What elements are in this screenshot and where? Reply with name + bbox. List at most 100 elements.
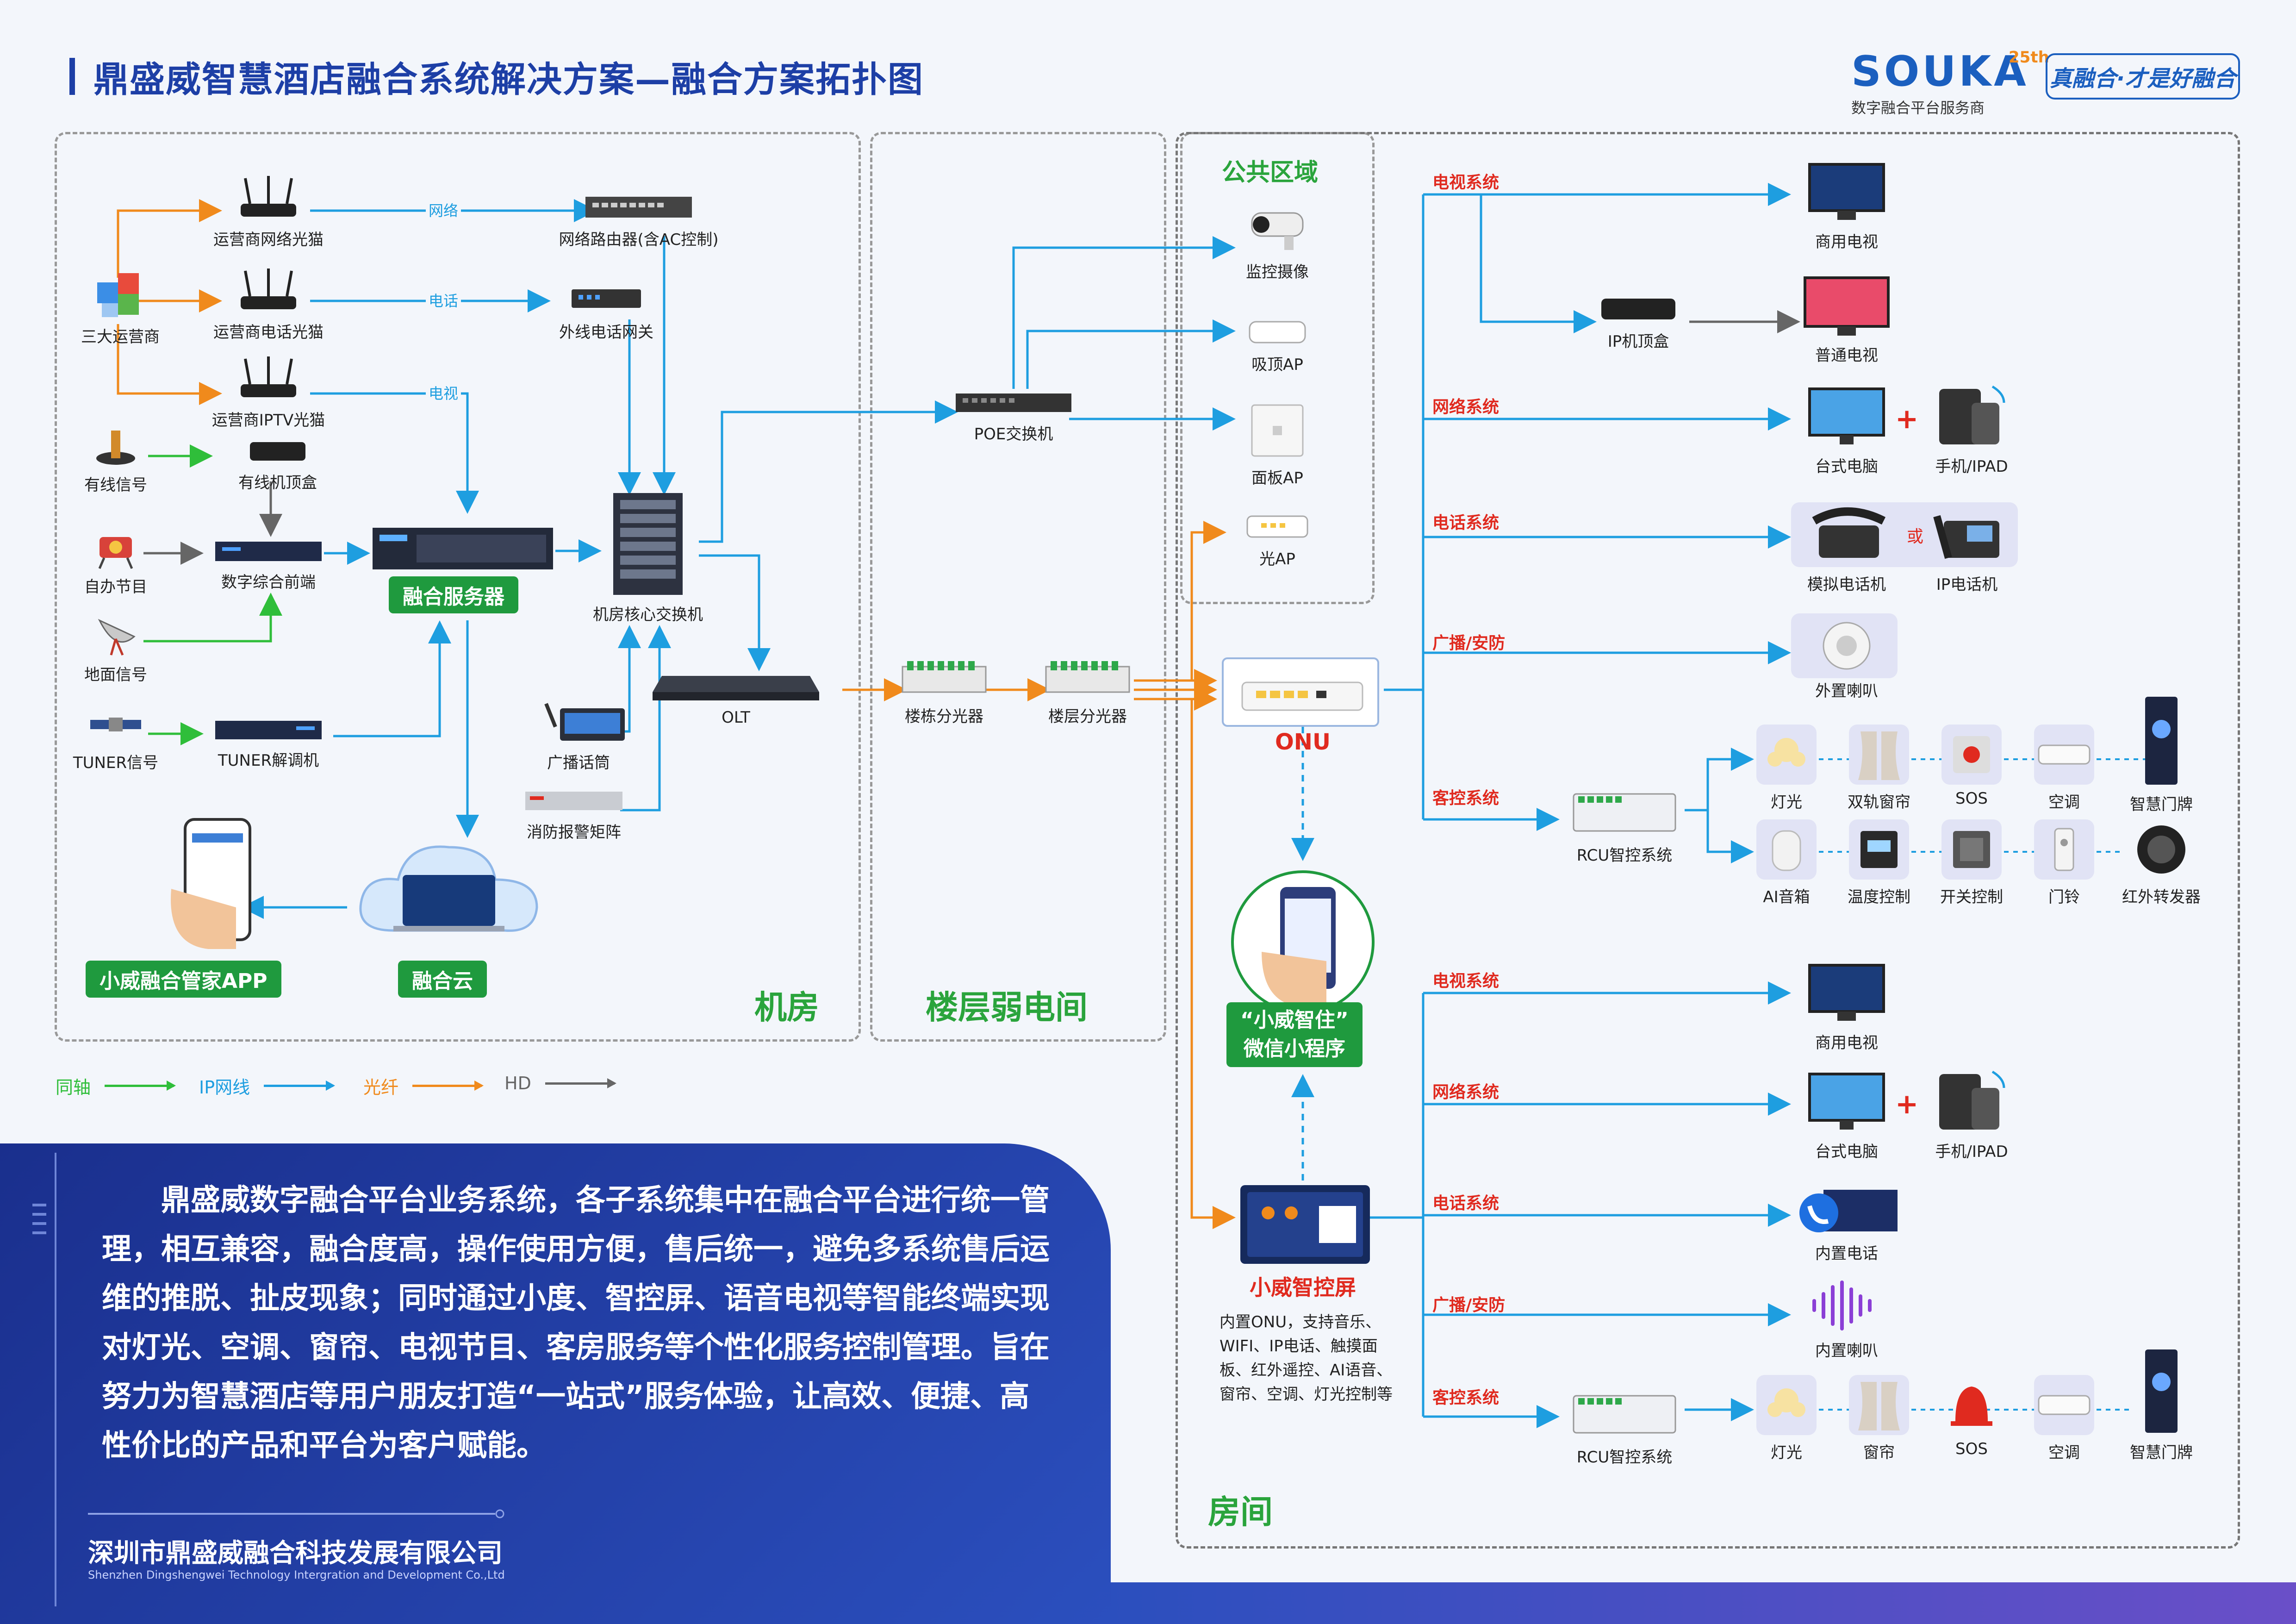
onu-ac: 空调 <box>1995 725 2134 812</box>
legend-ip-label: IP网线 <box>199 1077 250 1098</box>
onu-iptv-box: IP机顶盒 <box>1569 292 1708 351</box>
brand-badge: 25th <box>2009 48 2049 67</box>
screen-light: 灯光 <box>1717 1375 1856 1462</box>
onu-door-plate-label: 智慧门牌 <box>2130 795 2193 814</box>
screen-rcu-label: RCU智控系统 <box>1576 1448 1673 1467</box>
zone-floor-room <box>870 132 1166 1042</box>
onu-commercial-tv: 商用电视 <box>1777 160 1916 252</box>
device-broadcast-mic: 广播话筒 <box>509 699 648 773</box>
rcu-controller-icon <box>1569 1389 1680 1440</box>
desk-phone-icon <box>1805 502 1888 567</box>
screen-light-label: 灯光 <box>1771 1443 1802 1462</box>
onu-rcu: RCU智控系统 <box>1555 787 1694 865</box>
cloud-icon <box>352 829 546 949</box>
screen-sos: SOS <box>1902 1375 2041 1458</box>
door-plate-icon <box>2136 1347 2187 1435</box>
device-net-modem: 运营商网络光猫 <box>199 176 338 250</box>
onu-thermostat-label: 温度控制 <box>1848 888 1910 906</box>
sos-button-icon <box>1941 725 2002 785</box>
onu-desktop-label: 台式电脑 <box>1815 457 1878 476</box>
fusion-server-label: 融合服务器 <box>389 576 518 613</box>
smart-screen-device <box>1240 1185 1370 1264</box>
onu-phone-system: 电话系统 <box>1432 513 1500 532</box>
company-name: 深圳市鼎盛威融合科技发展有限公司 <box>88 1538 503 1568</box>
onu-doorbell-label: 门铃 <box>2048 888 2080 906</box>
panel-ap-label: 面板AP <box>1251 469 1303 487</box>
rack-unit-icon <box>213 537 324 565</box>
screen-commercial-tv-label: 商用电视 <box>1815 1034 1878 1052</box>
optical-ap-label: 光AP <box>1259 550 1295 568</box>
device-ceiling-ap: 吸顶AP <box>1208 315 1347 375</box>
onu-doorbell: 门铃 <box>1995 819 2134 907</box>
set-top-box-icon <box>1597 292 1680 324</box>
core-switch-icon <box>606 491 690 597</box>
ceiling-ap-icon <box>1243 315 1312 347</box>
onu-ai-speaker: AI音箱 <box>1717 819 1856 907</box>
device-fire-matrix: 消防报警矩阵 <box>504 787 643 842</box>
set-top-box-icon <box>245 433 310 465</box>
legend-hd-label: HD <box>504 1073 531 1093</box>
device-poe-switch: POE交换机 <box>944 389 1083 444</box>
onu-label: ONU <box>1275 729 1331 755</box>
line-label-net: 网络 <box>426 199 461 220</box>
cloud-label: 融合云 <box>398 961 487 998</box>
device-tuner-demod: TUNER解调机 <box>199 715 338 770</box>
screen-phone-system: 电话系统 <box>1432 1194 1500 1213</box>
self-program-label: 自办节目 <box>84 578 147 596</box>
screen-ac: 空调 <box>1995 1375 2134 1462</box>
router-antenna-icon <box>236 176 301 222</box>
router-label: 网络路由器(含AC控制) <box>559 231 719 249</box>
alarm-matrix-icon <box>523 787 625 815</box>
brand-subtitle: 数字融合平台服务商 <box>1851 99 1985 117</box>
legend-coax: 同轴 <box>56 1073 176 1099</box>
zone-title-public-area: 公共区域 <box>1222 159 1319 187</box>
device-frontend: 数字综合前端 <box>199 537 338 592</box>
legend-fiber-label: 光纤 <box>363 1077 399 1098</box>
device-self-program: 自办节目 <box>46 528 185 597</box>
thermostat-icon <box>1849 819 1909 880</box>
info-description: 鼎盛威数字融合平台业务系统，各子系统集中在融合平台进行统一管理，相互兼容，融合度… <box>102 1183 1050 1463</box>
rcu-controller-icon <box>1569 787 1680 838</box>
ceiling-ap-label: 吸顶AP <box>1251 356 1303 374</box>
chandelier-icon <box>1756 1375 1817 1435</box>
onu-sos-label: SOS <box>1955 789 1988 808</box>
onu-light-label: 灯光 <box>1771 793 1802 812</box>
legend-hd-line <box>545 1078 616 1088</box>
onu-device <box>1222 657 1379 727</box>
ground-signal-label: 地面信号 <box>84 666 147 684</box>
splitter-icon <box>893 657 995 699</box>
floor-splitter-label: 楼层分光器 <box>1048 707 1127 726</box>
device-carriers: 三大运营商 <box>51 269 190 347</box>
onu-ext-speaker: 外置喇叭 <box>1777 618 1916 701</box>
onu-ai-speaker-label: AI音箱 <box>1763 888 1810 906</box>
curtain-icon <box>1849 1375 1909 1435</box>
onu-rcu-label: RCU智控系统 <box>1576 846 1673 865</box>
onu-door-plate: 智慧门牌 <box>2092 694 2231 814</box>
door-plate-icon <box>2136 694 2187 787</box>
network-router-icon <box>583 190 694 222</box>
screen-phone-ipad-label: 手机/IPAD <box>1935 1143 2008 1161</box>
brand-logo: SOUKA 25th 数字融合平台服务商 <box>1851 48 2049 118</box>
screen-sos-label: SOS <box>1955 1440 1988 1458</box>
onu-desktop: 台式电脑 <box>1777 384 1916 476</box>
onu-ir-label: 红外转发器 <box>2122 888 2201 906</box>
onu-analog-phone: 模拟电话机 <box>1777 502 1916 594</box>
ir-blaster-icon <box>2131 819 2191 880</box>
smart-screen-note: 内置ONU，支持音乐、WIFI、IP电话、触摸面板、红外遥控、AI语音、窗帘、空… <box>1220 1313 1393 1404</box>
onu-ext-speaker-label: 外置喇叭 <box>1815 682 1878 700</box>
doorbell-icon <box>2034 819 2094 880</box>
screen-curtain: 窗帘 <box>1810 1375 1948 1462</box>
security-camera-icon <box>1243 204 1312 255</box>
device-phone-modem: 运营商电话光猫 <box>199 269 338 342</box>
optical-ap-icon <box>1243 509 1312 542</box>
monitor-icon <box>1805 1069 1888 1134</box>
mini-program-label: “小威智住” 微信小程序 <box>1226 1002 1363 1067</box>
onu-normal-tv-label: 普通电视 <box>1815 346 1878 365</box>
legend-ip: IP网线 <box>199 1073 336 1099</box>
curtain-icon <box>1849 725 1909 785</box>
device-fusion-server <box>370 523 555 574</box>
tv-icon <box>1805 961 1888 1025</box>
cable-stb-label: 有线机顶盒 <box>238 474 317 492</box>
screen-builtin-phone: 内置电话 <box>1777 1185 1916 1263</box>
screen-net-system: 网络系统 <box>1432 1083 1500 1102</box>
